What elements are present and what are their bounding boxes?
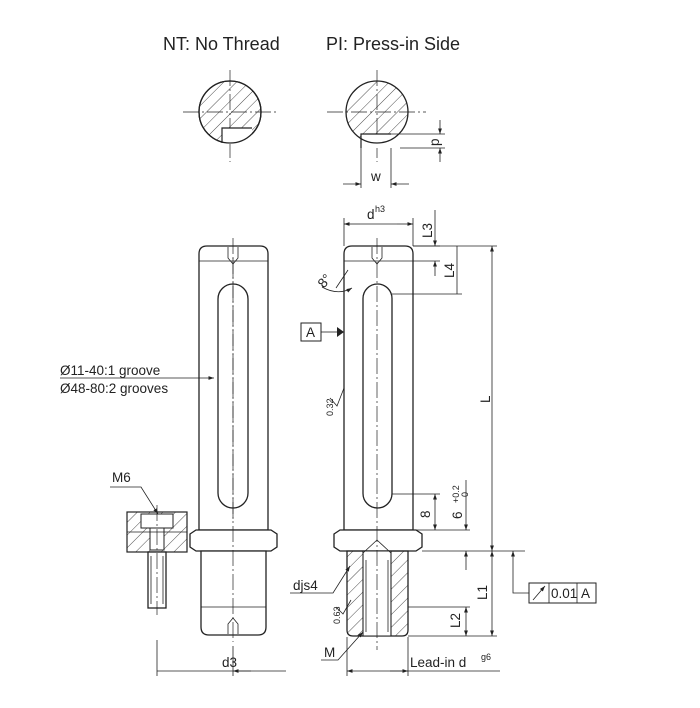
section-press-in: p w bbox=[327, 70, 445, 188]
groove-note-1: Ø11-40:1 groove bbox=[60, 363, 160, 378]
dim-p-label: p bbox=[427, 138, 442, 146]
legend-no-thread: NT: No Thread bbox=[163, 34, 280, 54]
legend-press-in-side: PI: Press-in Side bbox=[326, 34, 460, 54]
tolerance-datum: A bbox=[581, 586, 590, 601]
lead-in-tolerance: g6 bbox=[481, 652, 491, 662]
datum-label: A bbox=[306, 325, 315, 340]
right-view: d h3 L3 L4 8° A 0.32 L 8 bbox=[290, 204, 597, 676]
dim-d-tolerance: h3 bbox=[375, 204, 385, 214]
section-no-thread bbox=[183, 70, 278, 162]
dim-d3-label: d3 bbox=[222, 655, 237, 670]
dim-6-upper: +0.2 bbox=[451, 485, 461, 503]
dim-6-lower: 0 bbox=[460, 492, 470, 497]
dim-L-label: L bbox=[478, 395, 493, 403]
tolerance-frame bbox=[528, 582, 597, 604]
roughness-2: 0.63 bbox=[332, 606, 342, 624]
screw-m6-label: M6 bbox=[112, 470, 131, 485]
tolerance-value: 0.01 bbox=[551, 586, 577, 601]
dim-L4-label: L4 bbox=[442, 262, 457, 278]
dim-w-label: w bbox=[370, 169, 381, 184]
dim-L3-label: L3 bbox=[420, 223, 435, 238]
dim-L2-label: L2 bbox=[448, 613, 463, 628]
m-label: M bbox=[324, 645, 335, 660]
dim-8-label: 8 bbox=[418, 510, 433, 518]
dim-L1-label: L1 bbox=[475, 585, 490, 600]
djs4-label: djs4 bbox=[293, 578, 318, 593]
groove-note-2: Ø48-80:2 grooves bbox=[60, 381, 168, 396]
roughness-1: 0.32 bbox=[325, 398, 335, 416]
angle-label: 8° bbox=[315, 271, 335, 291]
lead-in-label: Lead-in d bbox=[410, 655, 466, 670]
dim-6-label: 6 bbox=[450, 511, 465, 519]
left-view: M6 Ø11-40:1 groove Ø48-80:2 grooves d3 bbox=[60, 238, 286, 676]
dim-d-label: d bbox=[367, 207, 375, 222]
